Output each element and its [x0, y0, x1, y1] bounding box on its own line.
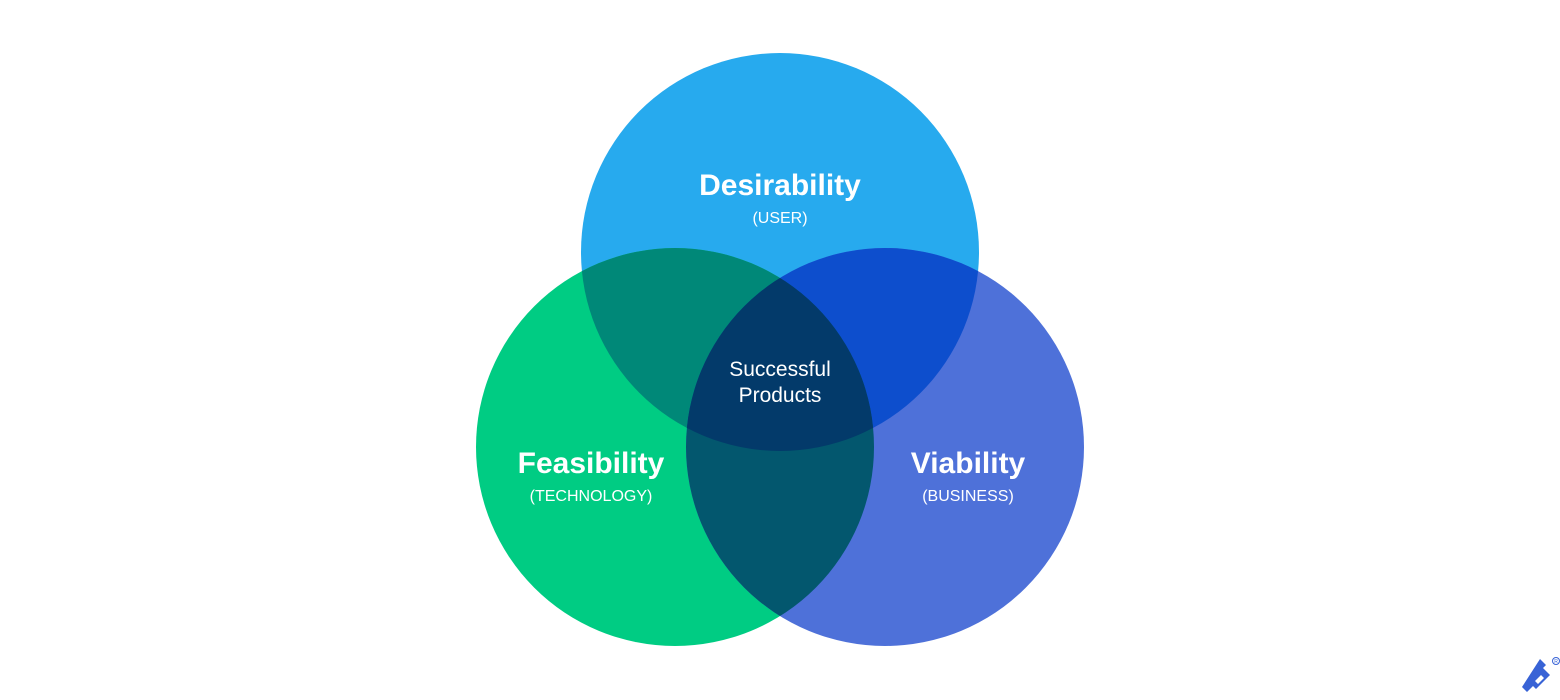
- toptal-logo-icon: R: [1522, 657, 1560, 692]
- desirability-subtitle: (USER): [752, 210, 807, 227]
- desirability-title: Desirability: [699, 169, 861, 202]
- center-label-line2: Products: [739, 384, 822, 407]
- feasibility-subtitle: (TECHNOLOGY): [530, 488, 653, 505]
- overlap-all: [686, 248, 874, 451]
- viability-title: Viability: [911, 447, 1026, 480]
- svg-text:R: R: [1554, 659, 1558, 665]
- feasibility-title: Feasibility: [518, 447, 665, 480]
- viability-subtitle: (BUSINESS): [922, 488, 1014, 505]
- center-label-line1: Successful: [729, 358, 831, 381]
